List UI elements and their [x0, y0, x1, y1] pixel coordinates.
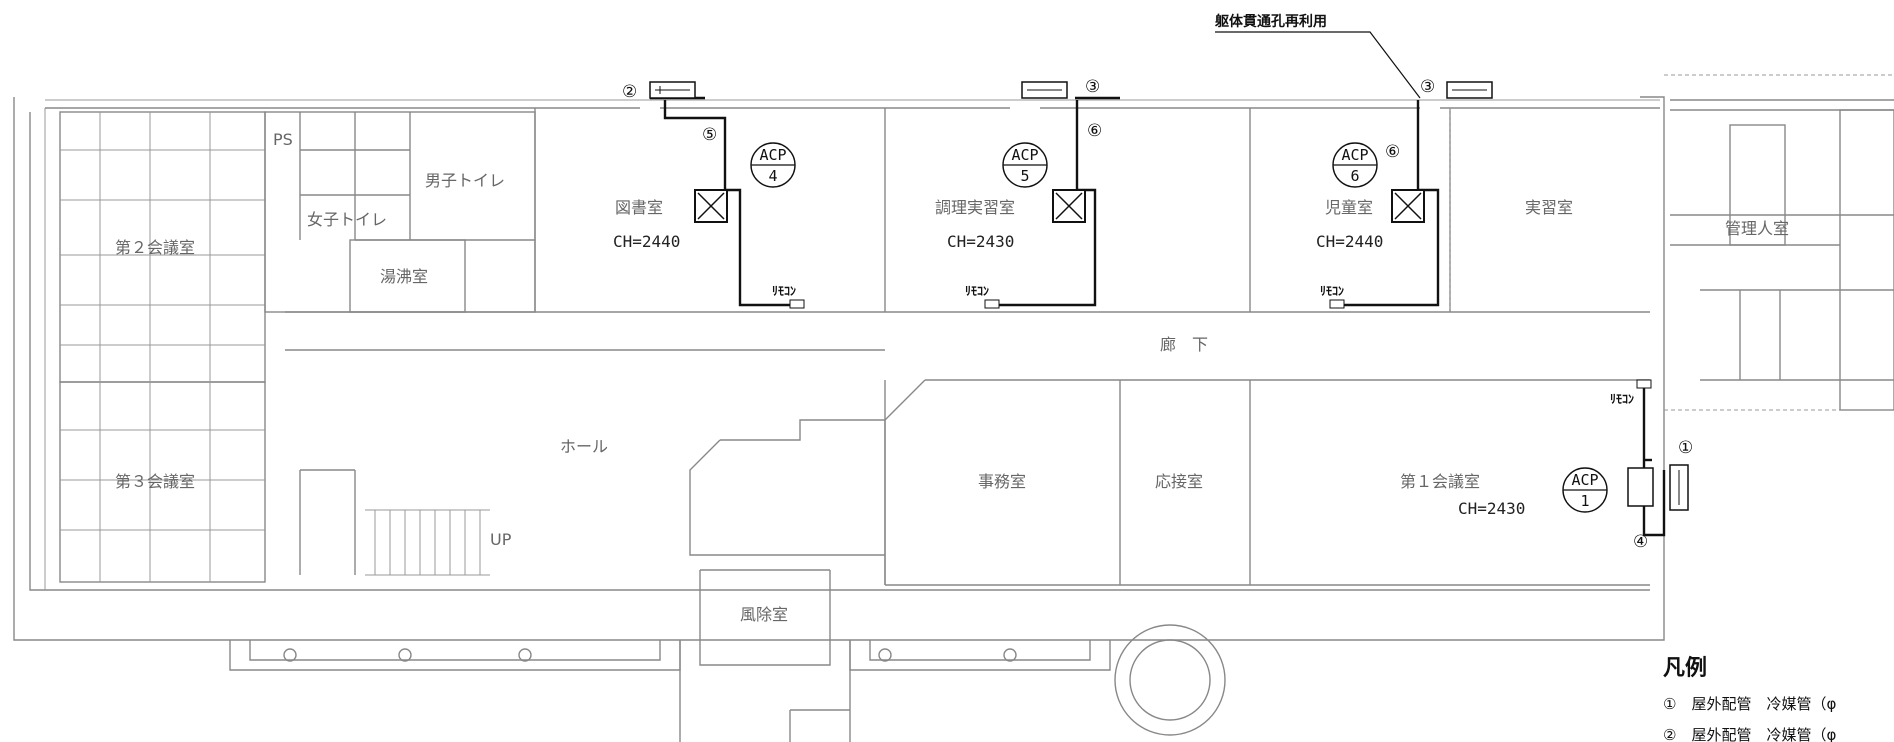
svg-text:4: 4 — [768, 167, 777, 185]
marker-5: ⑤ — [702, 125, 717, 145]
indoor-unit-library — [694, 189, 728, 223]
svg-text:ACP: ACP — [1571, 471, 1598, 489]
room-conf2: 第２会議室 — [115, 238, 195, 257]
indoor-unit-children — [1391, 189, 1425, 223]
room-ps: PS — [273, 130, 293, 149]
stair-up: UP — [490, 530, 512, 549]
remote-label-children: ﾘﾓｺﾝ — [1320, 284, 1344, 298]
ch-children: CH=2440 — [1316, 232, 1383, 251]
room-corridor: 廊 下 — [1160, 335, 1208, 354]
marker-4: ④ — [1633, 532, 1648, 552]
outdoor-unit-3b — [1446, 81, 1493, 99]
note-leader — [1215, 31, 1421, 99]
acp-6-symbol: ACP 6 — [1332, 142, 1378, 188]
room-library: 図書室 — [615, 198, 663, 217]
svg-text:ACP: ACP — [759, 146, 786, 164]
marker-6b: ⑥ — [1385, 142, 1400, 162]
svg-text:6: 6 — [1350, 167, 1359, 185]
marker-3b: ③ — [1420, 77, 1435, 97]
legend-title: 凡例 — [1663, 656, 1707, 681]
room-mens-toilet: 男子トイレ — [425, 171, 505, 190]
outdoor-unit-1 — [1627, 464, 1689, 511]
refrigerant-piping — [650, 96, 1666, 537]
marker-3a: ③ — [1085, 77, 1100, 97]
marker-2: ② — [622, 82, 637, 102]
ch-library: CH=2440 — [613, 232, 680, 251]
remote-label-library: ﾘﾓｺﾝ — [772, 284, 796, 298]
room-office: 事務室 — [978, 472, 1026, 491]
room-reception: 応接室 — [1155, 472, 1203, 491]
svg-text:1: 1 — [1580, 492, 1589, 510]
marker-1: ① — [1678, 438, 1693, 458]
outdoor-unit-3a — [1021, 81, 1068, 99]
outdoor-unit-2 — [649, 81, 696, 99]
note-text: 躯体貫通孔再利用 — [1214, 13, 1327, 30]
remote-boxes — [789, 299, 1652, 389]
ch-conf1: CH=2430 — [1458, 499, 1525, 518]
room-conf1: 第１会議室 — [1400, 472, 1480, 491]
building-walls — [13, 74, 1894, 742]
remote-label-conf1: ﾘﾓｺﾝ — [1610, 392, 1634, 406]
room-cooking: 調理実習室 — [935, 198, 1015, 217]
room-womens-toilet: 女子トイレ — [307, 210, 387, 229]
svg-text:5: 5 — [1020, 167, 1029, 185]
room-kettle: 湯沸室 — [380, 267, 428, 286]
acp-1-symbol: ACP 1 — [1562, 467, 1608, 513]
room-children: 児童室 — [1325, 198, 1373, 217]
acp-5-symbol: ACP 5 — [1002, 142, 1048, 188]
room-conf3: 第３会議室 — [115, 472, 195, 491]
marker-6a: ⑥ — [1087, 121, 1102, 141]
acp-4-symbol: ACP 4 — [750, 142, 796, 188]
remote-label-cooking: ﾘﾓｺﾝ — [965, 284, 989, 298]
legend-item-1: ① 屋外配管 冷媒管（φ — [1663, 695, 1836, 713]
room-hall: ホール — [560, 437, 608, 456]
legend-item-2: ② 屋外配管 冷媒管（φ — [1663, 726, 1836, 742]
indoor-unit-cooking — [1052, 189, 1086, 223]
svg-text:ACP: ACP — [1341, 146, 1368, 164]
room-windbreak: 風除室 — [740, 605, 788, 624]
svg-text:ACP: ACP — [1011, 146, 1038, 164]
ch-cooking: CH=2430 — [947, 232, 1014, 251]
room-practice: 実習室 — [1525, 198, 1573, 217]
room-manager: 管理人室 — [1725, 219, 1789, 238]
